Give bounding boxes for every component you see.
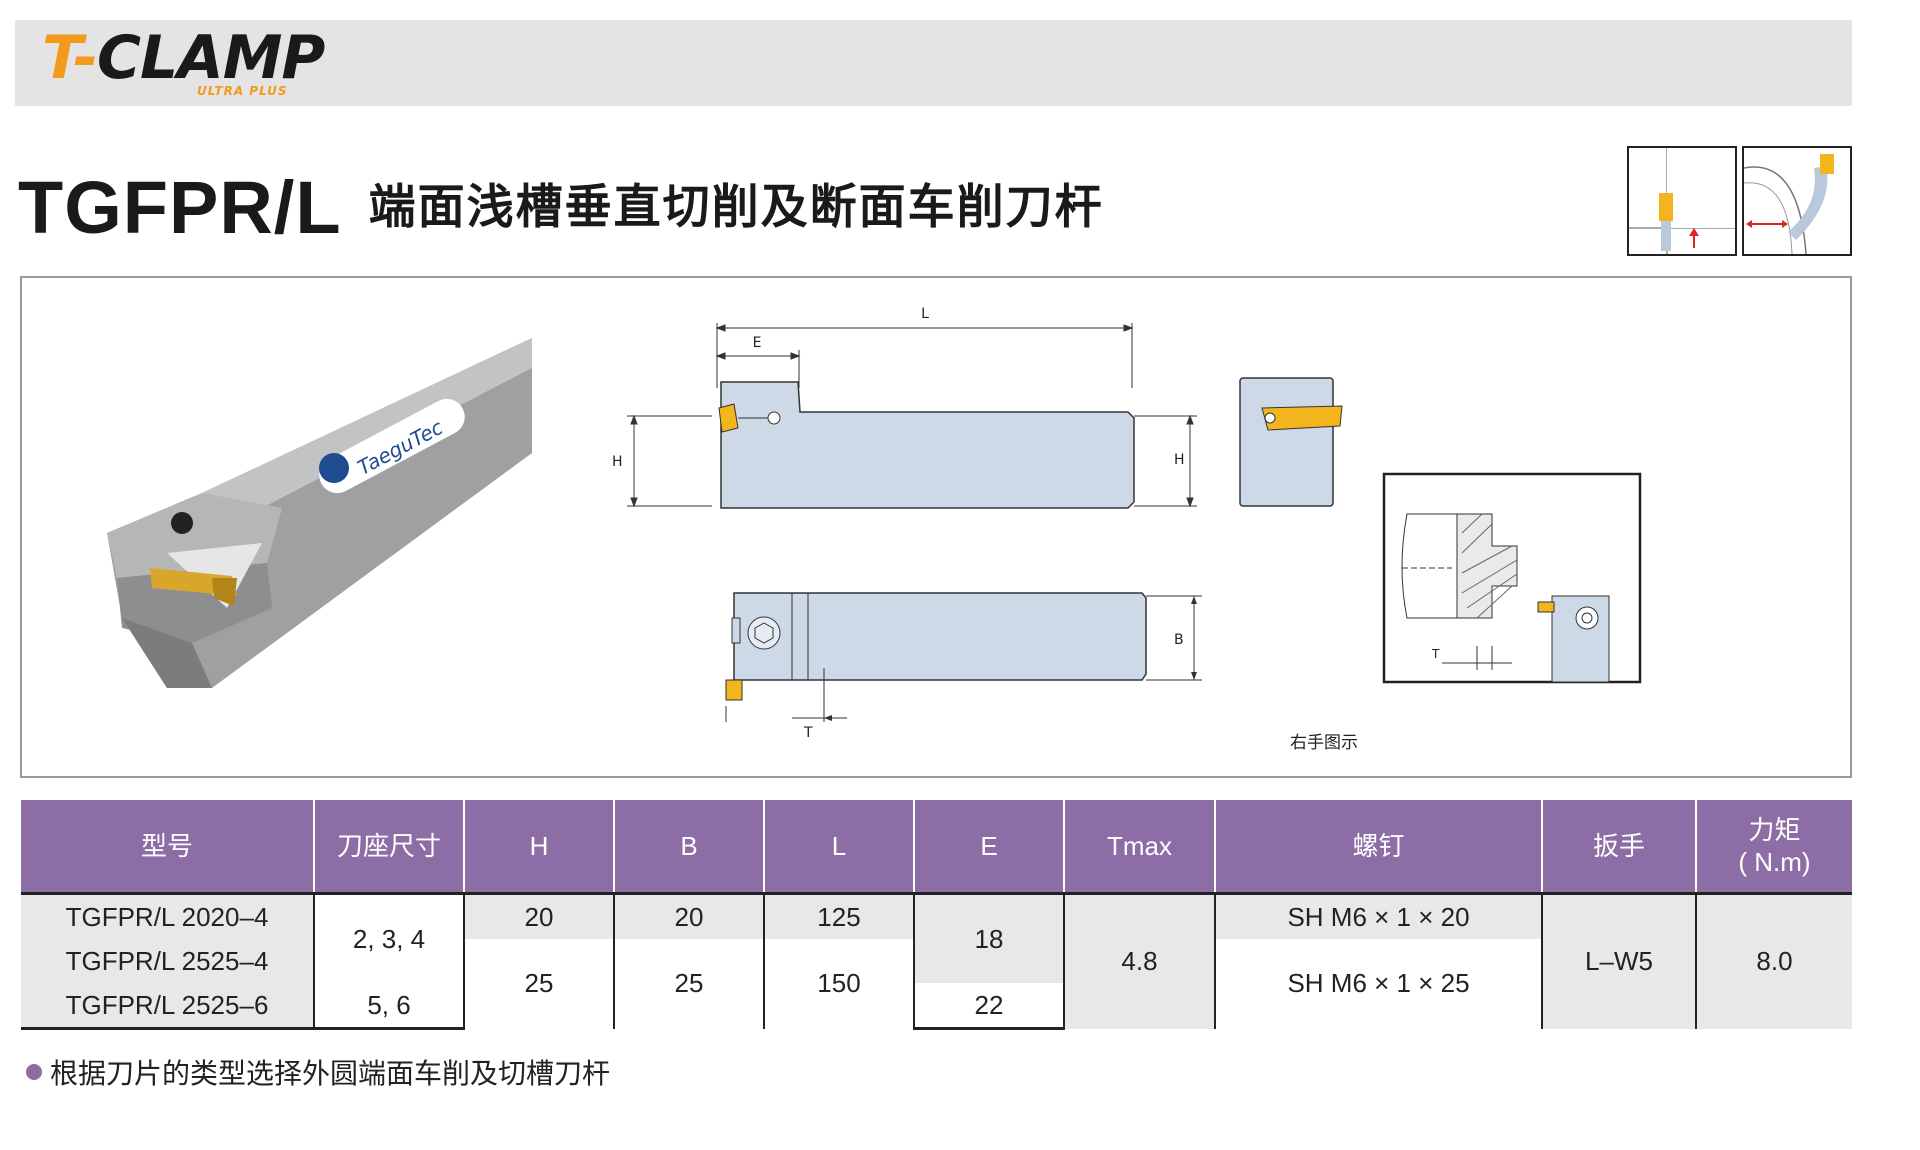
product-name: 端面浅槽垂直切削及断面车削刀杆: [368, 180, 1104, 235]
header-screw: 螺钉: [1214, 800, 1542, 894]
cell-model: TGFPR/L 2525–6: [21, 983, 314, 1030]
header-seat-size: 刀座尺寸: [313, 800, 464, 894]
dim-label-E: E: [753, 335, 762, 351]
dim-label-B: B: [1174, 632, 1184, 648]
table-row: TGFPR/L 2525–4 25 25 150 SH M6 × 1 × 25: [21, 939, 1852, 1029]
dim-label-H-side: H: [612, 454, 623, 470]
cell-H: 20: [463, 892, 614, 939]
spec-table: 型号 刀座尺寸 H B L E Tmax 螺钉 扳手 力矩 ( N.m) TGF…: [21, 800, 1852, 1030]
footnote-text: 根据刀片的类型选择外圆端面车削及切槽刀杆: [50, 1057, 611, 1090]
cell-model: TGFPR/L 2020–4: [21, 892, 314, 939]
cell-screw: SH M6 × 1 × 25: [1214, 939, 1542, 1029]
right-hand-caption: 右手图示: [1290, 733, 1358, 753]
cell-B: 25: [613, 939, 764, 1029]
insert-end: [1261, 405, 1343, 431]
cell-seat: 5, 6: [313, 983, 464, 1030]
header-wrench: 扳手: [1541, 800, 1696, 894]
header-B: B: [613, 800, 764, 894]
technical-drawing: TaeguTec L E H: [107, 306, 1642, 741]
right-hand-illustration: T: [1382, 472, 1642, 684]
header-Tmax: Tmax: [1063, 800, 1215, 894]
header-model: 型号: [21, 800, 314, 894]
header-torque: 力矩 ( N.m): [1695, 800, 1852, 894]
cell-H: 25: [463, 939, 614, 1029]
cell-Tmax: 4.8: [1063, 892, 1215, 1029]
face-grooving-operation-icon: [1627, 146, 1737, 256]
cell-seat: 2, 3, 4: [313, 892, 464, 983]
cell-E: 22: [913, 983, 1064, 1030]
cell-wrench: L–W5: [1541, 892, 1696, 1029]
logo-main-text: CLAMP: [97, 23, 325, 93]
holder-top-body: [733, 592, 1147, 681]
dim-label-H-end: H: [1174, 452, 1185, 468]
cell-L: 125: [763, 892, 914, 939]
cell-L: 150: [763, 939, 914, 1029]
logo-subtitle: ULTRA PLUS: [197, 84, 288, 98]
face-turning-operation-icon: [1742, 146, 1852, 256]
dim-label-T-top: T: [803, 725, 813, 741]
holder-end-view: [1239, 377, 1334, 507]
logo-prefix: T-: [42, 23, 98, 93]
table-row: TGFPR/L 2020–4 2, 3, 4 20 20 125 18 4.8 …: [21, 892, 1852, 1029]
cell-model: TGFPR/L 2525–4: [21, 939, 314, 983]
side-view: [627, 323, 1197, 508]
bullet-icon: [26, 1064, 42, 1080]
page-title: TGFPR/L 端面浅槽垂直切削及断面车削刀杆: [18, 168, 1104, 248]
cell-screw: SH M6 × 1 × 20: [1214, 892, 1542, 939]
header-E: E: [913, 800, 1064, 894]
dim-label-T-box: T: [1431, 647, 1440, 661]
header-band: T-CLAMP ULTRA PLUS: [15, 20, 1852, 106]
cell-E: 18: [913, 892, 1064, 983]
header-L: L: [763, 800, 914, 894]
insert-side: [718, 403, 739, 433]
cell-torque: 8.0: [1695, 892, 1852, 1029]
holder-side-body: [720, 381, 1135, 509]
t-clamp-logo: T-CLAMP ULTRA PLUS: [42, 28, 325, 98]
product-code: TGFPR/L: [18, 166, 342, 249]
header-H: H: [463, 800, 614, 894]
holder-photo: TaeguTec: [107, 338, 532, 688]
table-row: TGFPR/L 2525–6 5, 6 22: [21, 983, 1852, 1030]
drawing-panel: TaeguTec L E H: [20, 276, 1852, 778]
cell-B: 20: [613, 892, 764, 939]
insert-top: [725, 679, 743, 701]
dim-label-L: L: [921, 306, 929, 322]
footnote: 根据刀片的类型选择外圆端面车削及切槽刀杆: [26, 1052, 610, 1092]
table-header-row: 型号 刀座尺寸 H B L E Tmax 螺钉 扳手 力矩 ( N.m): [21, 800, 1852, 894]
